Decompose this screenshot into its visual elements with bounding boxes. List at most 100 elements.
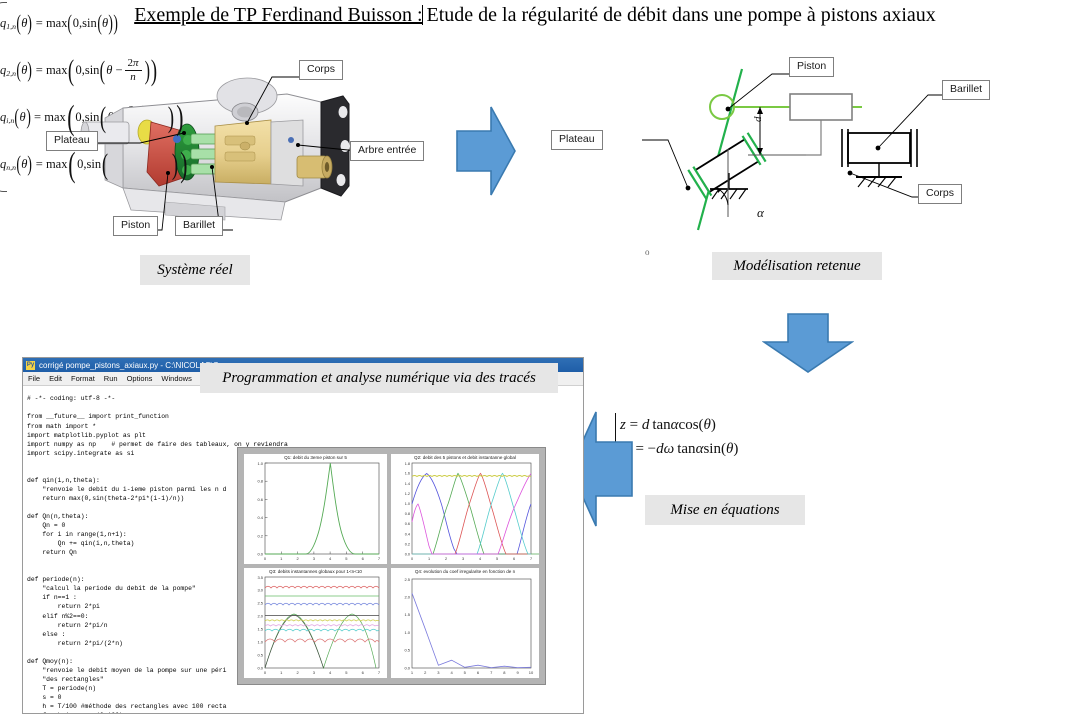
svg-text:6: 6 xyxy=(477,670,480,675)
svg-text:0.0: 0.0 xyxy=(257,666,263,671)
svg-text:4: 4 xyxy=(450,670,453,675)
kinematics-equations: z = d tanαcos(θ) żż = −dω tanαsin(θ) xyxy=(615,413,738,461)
svg-text:5: 5 xyxy=(345,670,348,675)
svg-text:0.4: 0.4 xyxy=(405,532,410,536)
menu-run[interactable]: Run xyxy=(103,374,118,383)
text-caret xyxy=(421,5,423,25)
label-corps-real: Corps xyxy=(299,60,344,80)
svg-text:1: 1 xyxy=(428,557,430,561)
svg-text:2: 2 xyxy=(296,556,299,561)
plot-q1[interactable]: Q1: debit du 3eme piston sur 5 0.0 0.2 0.… xyxy=(244,454,387,564)
model-callout-leaders xyxy=(642,73,945,198)
svg-text:1.5: 1.5 xyxy=(257,627,263,632)
equation-zdot: żż = −dω tanαsin(θ) xyxy=(620,440,739,457)
plot-q4-title: Q4: evolution du coef irregularite en fo… xyxy=(414,569,516,574)
svg-text:1.4: 1.4 xyxy=(405,482,410,486)
svg-text:3: 3 xyxy=(313,556,316,561)
caption-mise-en-equations: Mise en équations xyxy=(645,495,805,525)
svg-text:0.0: 0.0 xyxy=(405,553,410,557)
svg-text:3.0: 3.0 xyxy=(257,588,263,593)
system-brace xyxy=(0,2,7,192)
equation-brace-left xyxy=(615,413,616,455)
plot-q1-title: Q1: debit du 3eme piston sur 5 xyxy=(284,455,347,460)
svg-text:o: o xyxy=(645,247,650,257)
label-corps-model: Corps xyxy=(918,184,963,204)
python-icon: Py xyxy=(26,360,35,370)
svg-text:9: 9 xyxy=(516,670,519,675)
svg-text:0.5: 0.5 xyxy=(404,648,410,653)
svg-text:3: 3 xyxy=(462,557,464,561)
svg-text:7: 7 xyxy=(530,557,532,561)
label-barillet-model: Barillet xyxy=(942,80,991,100)
plot-q2[interactable]: Q2: debit des 5 pistons et debit instant… xyxy=(391,454,539,564)
svg-text:6: 6 xyxy=(513,557,515,561)
svg-text:3: 3 xyxy=(313,670,316,675)
caption-programmation: Programmation et analyse numérique via d… xyxy=(200,363,558,393)
label-plateau-real: Plateau xyxy=(46,131,98,151)
svg-text:10: 10 xyxy=(529,670,534,675)
svg-text:8: 8 xyxy=(503,670,506,675)
svg-text:0.6: 0.6 xyxy=(257,497,263,502)
svg-text:1.0: 1.0 xyxy=(404,630,410,635)
svg-text:1: 1 xyxy=(411,670,414,675)
svg-text:0.8: 0.8 xyxy=(257,479,263,484)
menu-format[interactable]: Format xyxy=(71,374,95,383)
menu-options[interactable]: Options xyxy=(126,374,153,383)
label-piston-model: Piston xyxy=(789,57,835,77)
plot-q3[interactable]: Q3: debits instantannes globaux pour 1<n… xyxy=(244,568,387,678)
svg-text:2: 2 xyxy=(445,557,447,561)
svg-text:4: 4 xyxy=(329,670,332,675)
menu-windows[interactable]: Windows xyxy=(161,374,192,383)
matplotlib-figure-panel[interactable]: Q1: debit du 3eme piston sur 5 0.0 0.2 0.… xyxy=(237,447,546,685)
svg-text:0.2: 0.2 xyxy=(405,542,410,546)
svg-text:5: 5 xyxy=(496,557,498,561)
svg-text:2.0: 2.0 xyxy=(404,594,410,599)
angle-alpha-annotation: α xyxy=(757,205,764,220)
plot-q2-title: Q2: debit des 5 pistons et debit instant… xyxy=(414,455,516,460)
svg-text:1: 1 xyxy=(280,670,283,675)
code-text[interactable]: # -*- coding: utf-8 -*- from __future__ … xyxy=(27,395,288,713)
label-barillet-real: Barillet xyxy=(175,216,224,236)
svg-text:7: 7 xyxy=(490,670,493,675)
svg-text:0.0: 0.0 xyxy=(404,666,410,671)
equation-z: z = d tanαcos(θ) xyxy=(620,417,716,434)
page-title-underlined: Exemple de TP Ferdinand Buisson : xyxy=(134,4,423,26)
distance-d-annotation: d xyxy=(752,116,764,123)
window-title: corrigé pompe_pistons_axiaux.py - C:\NIC… xyxy=(39,360,226,370)
svg-text:0.2: 0.2 xyxy=(257,533,263,538)
svg-text:1.2: 1.2 xyxy=(405,492,410,496)
svg-text:0.8: 0.8 xyxy=(405,512,410,516)
equation-q1: q1,n(θ) = max(0,sin(θ)) xyxy=(0,11,119,35)
label-arbre-entree-real: Arbre entrée xyxy=(350,141,425,161)
menu-edit[interactable]: Edit xyxy=(49,374,63,383)
svg-text:2: 2 xyxy=(296,670,299,675)
plot-q3-title: Q3: debits instantannes globaux pour 1<n… xyxy=(269,569,362,574)
menu-file[interactable]: File xyxy=(28,374,41,383)
svg-text:1.8: 1.8 xyxy=(405,462,410,466)
svg-text:5: 5 xyxy=(345,556,348,561)
svg-text:0.4: 0.4 xyxy=(257,515,263,520)
svg-text:2.5: 2.5 xyxy=(404,577,410,582)
svg-text:2: 2 xyxy=(424,670,427,675)
plot-q4[interactable]: Q4: evolution du coef irregularite en fo… xyxy=(391,568,539,678)
svg-text:1.6: 1.6 xyxy=(405,472,410,476)
svg-text:2.0: 2.0 xyxy=(257,614,263,619)
label-plateau-model: Plateau xyxy=(551,130,603,150)
svg-text:0.0: 0.0 xyxy=(257,552,263,557)
arrow-left-1 xyxy=(568,410,634,528)
svg-text:1: 1 xyxy=(280,556,283,561)
svg-text:0.5: 0.5 xyxy=(257,653,263,658)
svg-text:0: 0 xyxy=(411,557,413,561)
svg-text:1.0: 1.0 xyxy=(405,502,410,506)
svg-text:1.5: 1.5 xyxy=(404,612,410,617)
svg-text:6: 6 xyxy=(362,556,365,561)
svg-text:1.0: 1.0 xyxy=(257,461,263,466)
svg-text:1.0: 1.0 xyxy=(257,640,263,645)
arrow-down-1 xyxy=(762,312,854,374)
flow-equations-system: q1,n(θ) = max(0,sin(θ)) q2,n(θ) = max(0,… xyxy=(0,0,240,192)
svg-text:2.5: 2.5 xyxy=(257,601,263,606)
page-title: Exemple de TP Ferdinand Buisson : Etude … xyxy=(0,4,1070,27)
caption-systeme-reel: Système réel xyxy=(140,255,250,285)
svg-text:7: 7 xyxy=(378,556,381,561)
